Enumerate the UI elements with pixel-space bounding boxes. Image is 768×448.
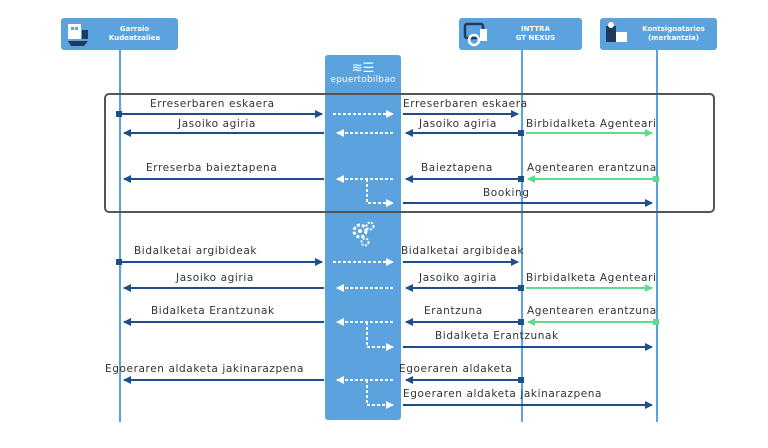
actor-inttra-label: INTTRA GT NEXUS (515, 25, 556, 42)
gears-icon (352, 221, 375, 247)
message-label: Agentearen erantzuna (527, 162, 657, 174)
message-label: Booking (483, 187, 530, 199)
arrow-origin-marker (653, 176, 659, 182)
message-label: Bidalketa Erantzunak (435, 330, 559, 342)
message-label: Bidalketai argibideak (134, 245, 258, 257)
arrow-platform-loop (366, 380, 394, 409)
actor-garraio-label: Garraio Kudeatzailea (108, 25, 161, 42)
message-label: Agentearen erantzuna (527, 305, 657, 317)
lifeline-kontsignatarios (656, 50, 658, 422)
lifeline-garraio (119, 50, 121, 422)
actor-kontsignatarios: Kontsignatarios (merkantzia) (600, 18, 717, 50)
message-label: Egoeraren aldaketa jakinarazpena (403, 388, 603, 400)
message-label: Jasoiko agiria (178, 118, 256, 130)
arrow-origin-marker (116, 111, 122, 117)
actor-kontsignatarios-label: Kontsignatarios (merkantzia) (642, 25, 705, 42)
lifeline-inttra (521, 50, 523, 422)
arrow-origin-marker (518, 285, 524, 291)
message-label: Bidalketai argibideak (401, 245, 525, 257)
platform-brand: ≋☰ epuertobilbao (325, 62, 401, 85)
actor-inttra: INTTRA GT NEXUS (459, 18, 582, 50)
message-label: Birbidalketa Agenteari (526, 118, 657, 130)
message-label: Erreserbaren eskaera (403, 98, 528, 110)
shipping-agent-icon (606, 22, 627, 42)
message-label: Jasoiko agiria (176, 272, 254, 284)
message-label: Egoeraren aldaketa jakinarazpena (105, 363, 305, 375)
message-label: Egoeraren aldaketa (399, 363, 513, 375)
arrow-origin-marker (518, 176, 524, 182)
arrow-origin-marker (518, 130, 524, 136)
booking-frame (104, 93, 715, 213)
inttra-gtnexus-icon (463, 22, 487, 47)
message-label: Jasoiko agiria (419, 118, 497, 130)
waves-logo-icon: ≋☰ (351, 61, 375, 76)
arrow-origin-marker (518, 377, 524, 383)
arrow-platform-loop (366, 322, 394, 351)
arrow-origin-marker (653, 319, 659, 325)
message-label: Jasoiko agiria (419, 272, 497, 284)
message-label: Erreserba baieztapena (146, 162, 278, 174)
message-label: Baieztapena (421, 162, 493, 174)
message-label: Erreserbaren eskaera (150, 98, 275, 110)
message-label: Bidalketa Erantzunak (151, 305, 275, 317)
message-label: Birbidalketa Agenteari (526, 272, 657, 284)
arrow-origin-marker (518, 319, 524, 325)
ship-terminal-icon (68, 24, 88, 46)
actor-garraio: Garraio Kudeatzailea (61, 18, 178, 50)
arrow-origin-marker (116, 259, 122, 265)
platform-name: epuertobilbao (330, 75, 396, 85)
arrow-platform-loop (366, 179, 394, 207)
message-label: Erantzuna (424, 305, 483, 317)
